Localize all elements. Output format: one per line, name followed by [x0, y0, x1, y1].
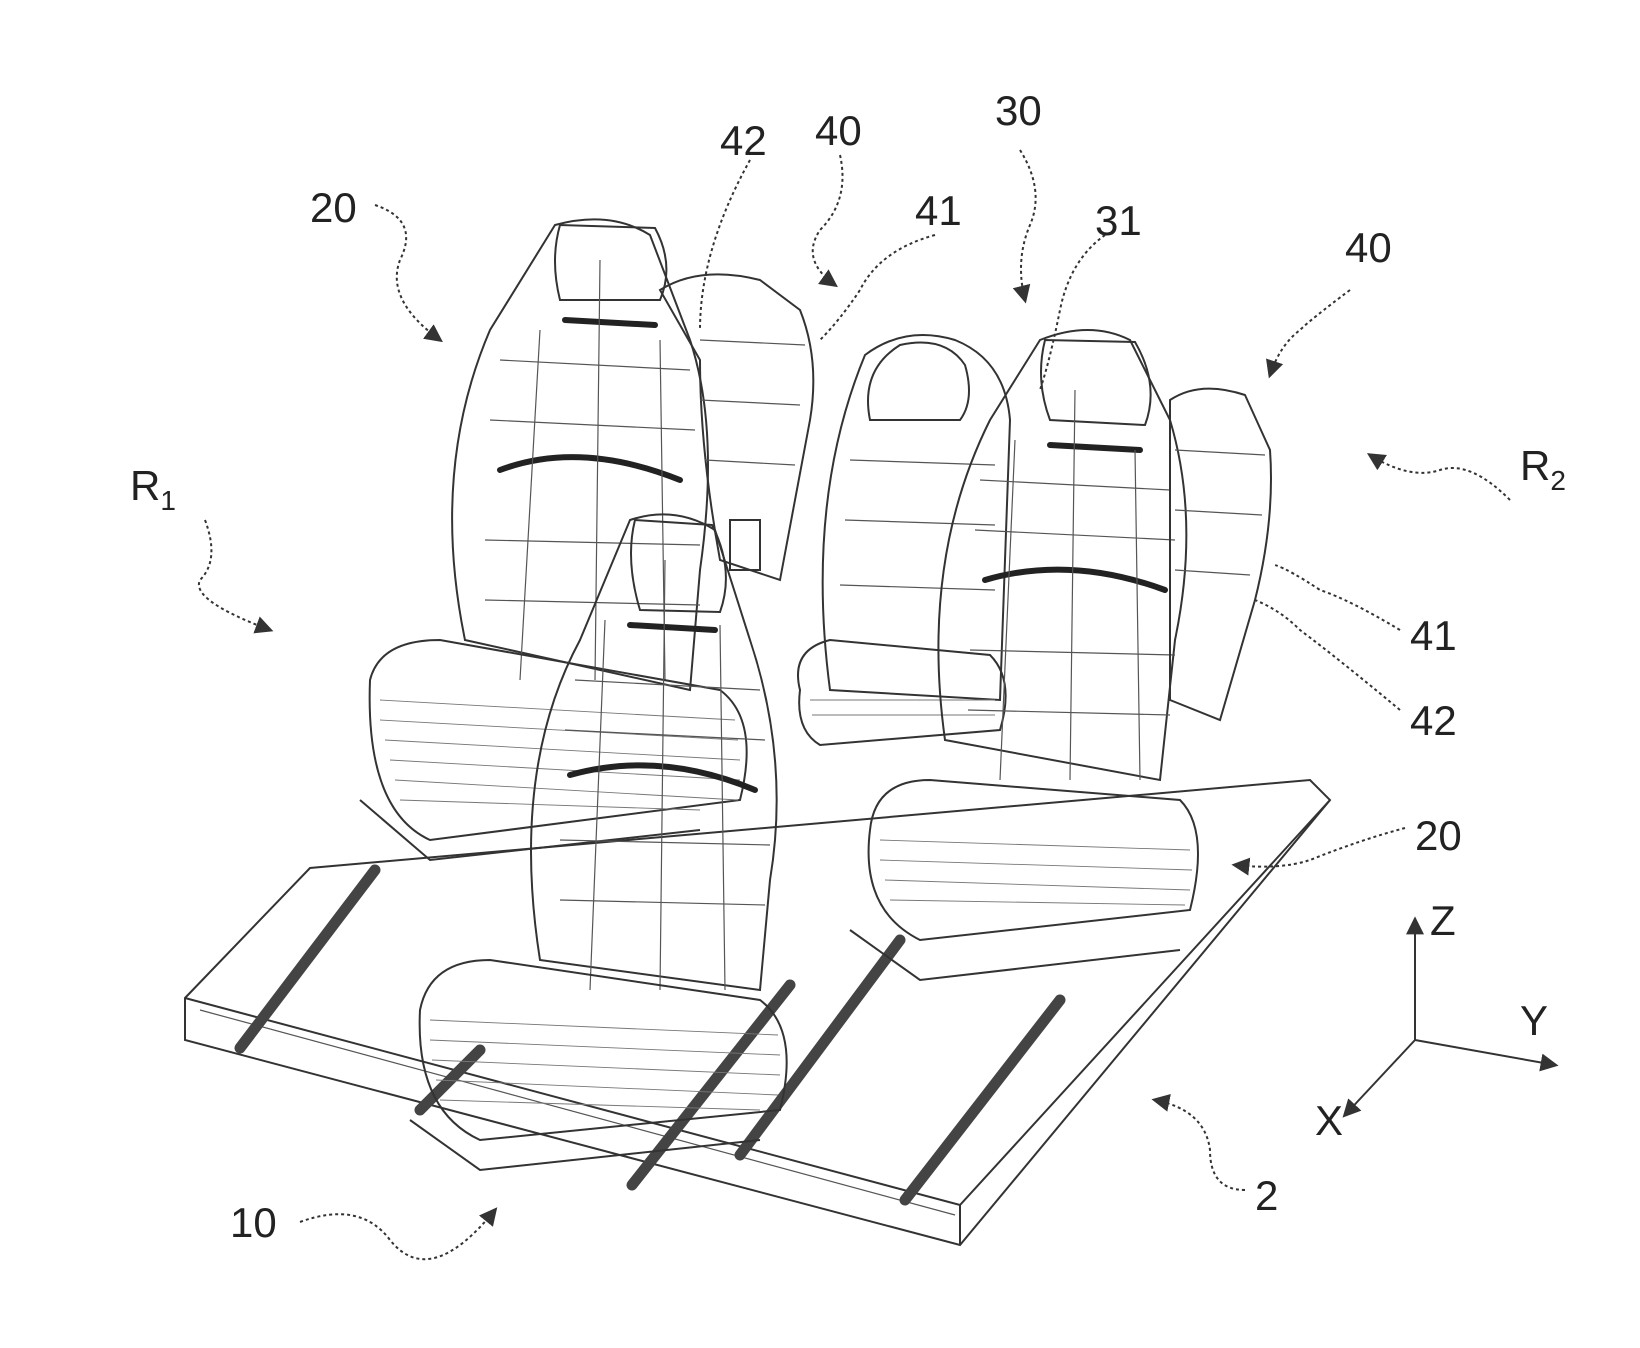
- label-r1: R1: [130, 462, 176, 516]
- front-seat-10: [409, 513, 788, 1172]
- label-20-left: 20: [310, 184, 357, 231]
- axis-y-label: Y: [1520, 997, 1548, 1044]
- label-r2: R2: [1520, 442, 1566, 496]
- floor-plate: [184, 778, 1332, 1247]
- label-40-top: 40: [815, 107, 862, 154]
- axis-z-label: Z: [1430, 897, 1456, 944]
- label-30: 30: [995, 87, 1042, 134]
- coordinate-axes: Z Y X: [1315, 897, 1559, 1144]
- leader-lines: [197, 149, 1511, 1261]
- middle-seat-30: [797, 334, 1012, 747]
- rear-right-seat-20: [849, 329, 1199, 982]
- rear-seat-40-right: [1169, 387, 1272, 722]
- label-40-right: 40: [1345, 224, 1392, 271]
- label-20-right: 20: [1415, 812, 1462, 859]
- label-31: 31: [1095, 197, 1142, 244]
- rear-seat-40-left: [658, 273, 815, 582]
- label-41-top: 41: [915, 187, 962, 234]
- label-2: 2: [1255, 1172, 1278, 1219]
- label-10: 10: [230, 1199, 277, 1246]
- rear-left-seat-20: [359, 218, 748, 862]
- label-41-right: 41: [1410, 612, 1457, 659]
- axis-x-label: X: [1315, 1097, 1343, 1144]
- seat-rails: [234, 864, 1066, 1206]
- label-42-top: 42: [720, 117, 767, 164]
- label-42-right: 42: [1410, 697, 1457, 744]
- reference-labels: 20 42 40 41 30 31 40 41 42 20 10 2 R1 R2: [130, 87, 1566, 1246]
